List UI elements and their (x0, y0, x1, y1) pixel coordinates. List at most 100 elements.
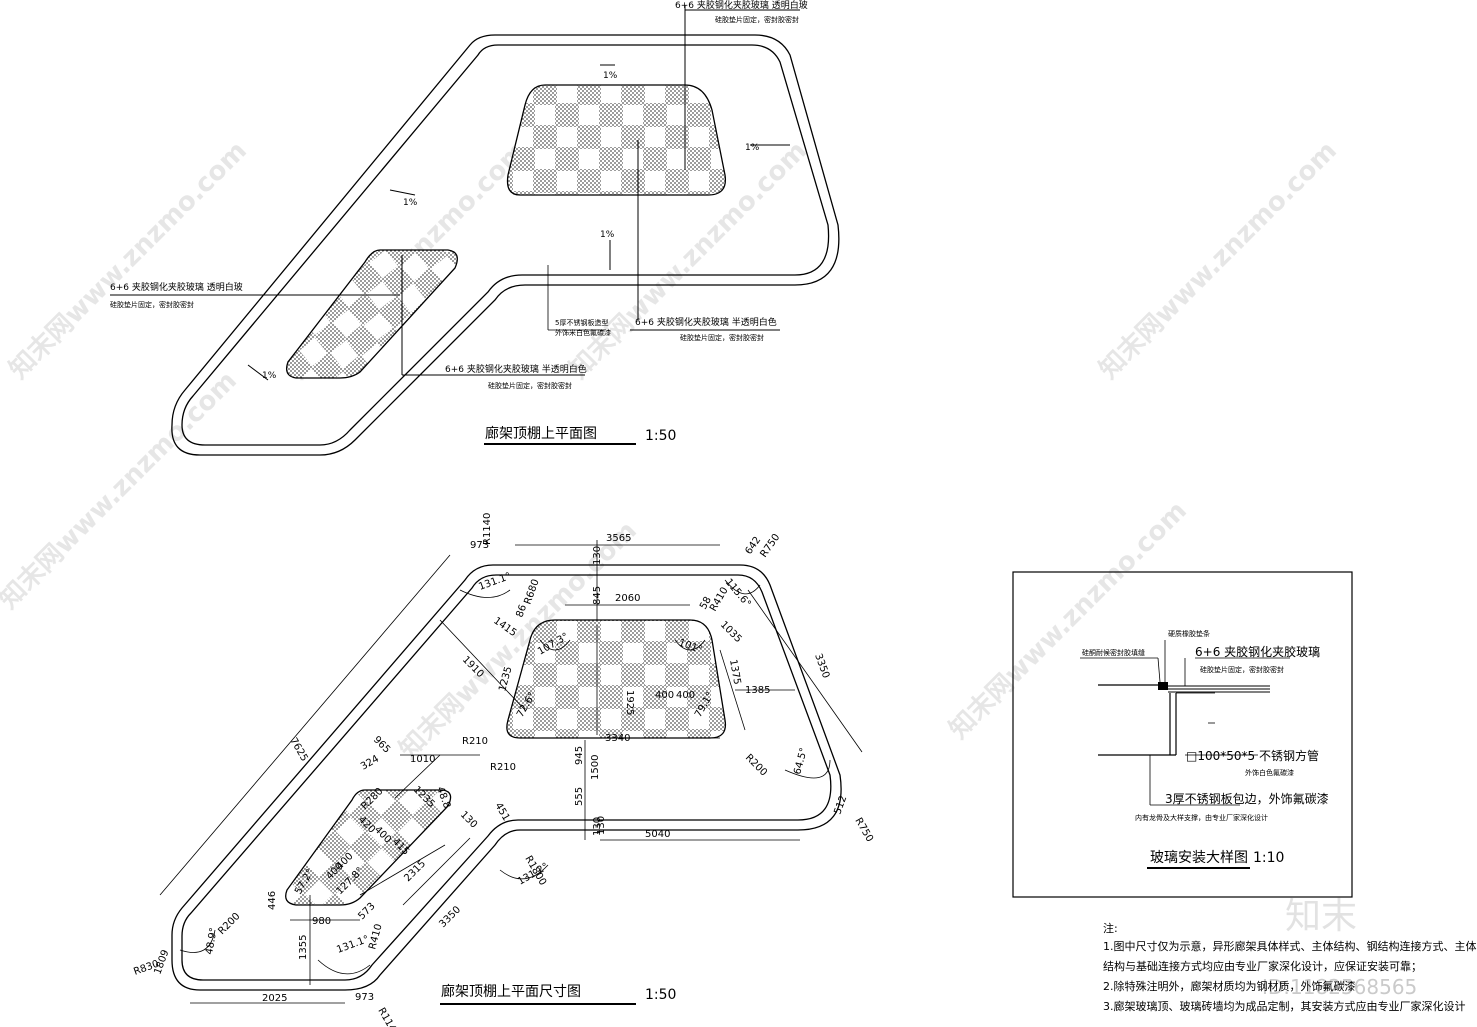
dim-label: 555 (574, 787, 585, 806)
glass-tile (645, 621, 665, 641)
detail-scale: 1:10 (1253, 850, 1284, 866)
glass-tile (398, 879, 427, 905)
glass-tile (375, 188, 403, 216)
glass-tile (285, 848, 303, 877)
glass-tile (398, 790, 427, 815)
watermark-brand: 知末 (1285, 896, 1357, 937)
dim-label: R410 (367, 923, 384, 951)
glass-tile (513, 171, 533, 191)
slope-label: 1% (403, 198, 418, 208)
glass-tile (336, 848, 365, 877)
glass-tile (557, 709, 577, 729)
dim-label: 400 (676, 690, 695, 701)
dim-label: 1035 (718, 619, 744, 645)
callout-steel-spec: 5厚不锈钢板造型 (555, 318, 608, 327)
glass-tile (579, 149, 599, 169)
dim-label: R210 (462, 736, 488, 747)
callout-top-note: 硅胶垫片固定，密封胶密封 (715, 15, 799, 24)
glass-tile (426, 317, 455, 346)
glass-tile (667, 149, 687, 169)
plan-title: 廊架顶棚上平面图 (485, 425, 597, 442)
glass-tile (296, 368, 325, 378)
glass-tile (645, 709, 665, 729)
dim-label: 400 (655, 690, 674, 701)
detail-plate-note: 内有龙骨及大样支撑，由专业厂家深化设计 (1135, 813, 1268, 822)
glass-tile (667, 193, 687, 195)
glass-tile (369, 250, 398, 279)
dim-label: 1375 (727, 659, 742, 686)
notes-heading: 注: (1103, 921, 1118, 935)
glass-panel-left-border (285, 249, 458, 379)
glass-tile (645, 665, 665, 685)
callout-center-spec: 6+6 夹胶钢化夹胶玻璃 半透明白色 (635, 316, 777, 328)
dim-label: R200 (743, 752, 769, 778)
roof-dimension-plan (159, 540, 863, 1005)
glass-tile (333, 309, 362, 338)
glass-tile (285, 879, 303, 905)
dim-label: 64.5° (792, 747, 810, 776)
slope-label: 1% (603, 71, 618, 81)
roof2-outline-outer (171, 564, 842, 991)
dim-label: 845 (592, 586, 603, 605)
watermark-id: ID:1182568565 (1262, 975, 1417, 999)
notes-item: 3.廊架玻璃顶、玻璃砖墙均为成品定制，其安装方式应由专业厂家深化设计 (1103, 999, 1466, 1013)
dim-label: 3350 (437, 904, 463, 930)
callout-steel-note: 外饰米白色氟碳漆 (555, 328, 611, 337)
detail-sealant-label: 硅酮耐候密封胶填缝 (1082, 648, 1145, 657)
notes-item: 结构与基础连接方式均应由专业厂家深化设计，应保证安装可靠； (1103, 959, 1422, 973)
dim-label: R200 (216, 911, 242, 937)
glass-tile (513, 665, 533, 685)
glass-tile (601, 127, 621, 147)
callout-bottom-spec: 6+6 夹胶钢化夹胶玻璃 半透明白色 (445, 363, 587, 375)
glass-tile (645, 171, 665, 191)
glass-tile (367, 817, 396, 846)
dim-label: 86 (514, 603, 529, 619)
glass-tile (488, 323, 516, 351)
glass-tile (579, 105, 599, 125)
dim-label: 130 (592, 546, 603, 565)
glass-tile (579, 643, 599, 663)
dim-label: 130 (592, 817, 603, 836)
slope-label: 1% (600, 230, 615, 240)
roof-plan-labels: 6+6 夹胶钢化夹胶玻璃 透明白玻 硅胶垫片固定，密封胶密封 6+6 夹胶钢化夹… (110, 0, 808, 444)
glass-tile (557, 171, 577, 191)
glass-tile (623, 687, 643, 707)
glass-tile (286, 304, 300, 333)
roof-outline-inner (181, 44, 830, 446)
detail-glass-note: 硅胶垫片固定，密封胶密封 (1200, 665, 1284, 674)
dim-label: 131.1° (477, 571, 512, 593)
glass-tile (623, 149, 643, 169)
glass-tile (601, 171, 621, 191)
glass-tile (667, 105, 687, 125)
glass-tile (535, 643, 555, 663)
glass-tile (353, 436, 381, 464)
dim-label: 1925 (624, 690, 635, 715)
dim-label: 965 (371, 734, 392, 755)
glass-tile (535, 105, 555, 125)
glass-tile (398, 911, 426, 939)
dim-label: 2060 (615, 593, 640, 604)
detail-tube-note: 外饰白色氟碳漆 (1245, 768, 1294, 777)
dim-label: 973 (470, 540, 489, 551)
glass-tile (491, 292, 519, 320)
dim-label: 1385 (745, 685, 770, 696)
callout-top-spec: 6+6 夹胶钢化夹胶玻璃 透明白玻 (675, 0, 808, 11)
dim-label: 446 (267, 891, 278, 910)
watermark-text: 知末网www.znzmo.com (4, 136, 253, 385)
dim-label: R750 (758, 532, 782, 560)
glass-tile (304, 275, 334, 305)
watermark-text: 知末网www.znzmo.com (1094, 136, 1343, 385)
glass-tile (341, 217, 369, 245)
glass-tile (336, 755, 364, 783)
glass-tile (285, 817, 303, 846)
glass-panel-left-2-border (285, 789, 452, 906)
glass-tile (579, 731, 599, 738)
glass-tile (557, 665, 577, 685)
glass-tile (645, 127, 665, 147)
dim-label: 945 (574, 746, 585, 765)
glass-tile (429, 848, 451, 877)
glass-panel-top-border (506, 84, 727, 196)
glass-tile (623, 731, 643, 738)
glass-tile (325, 403, 353, 431)
glass-tile (689, 621, 709, 641)
